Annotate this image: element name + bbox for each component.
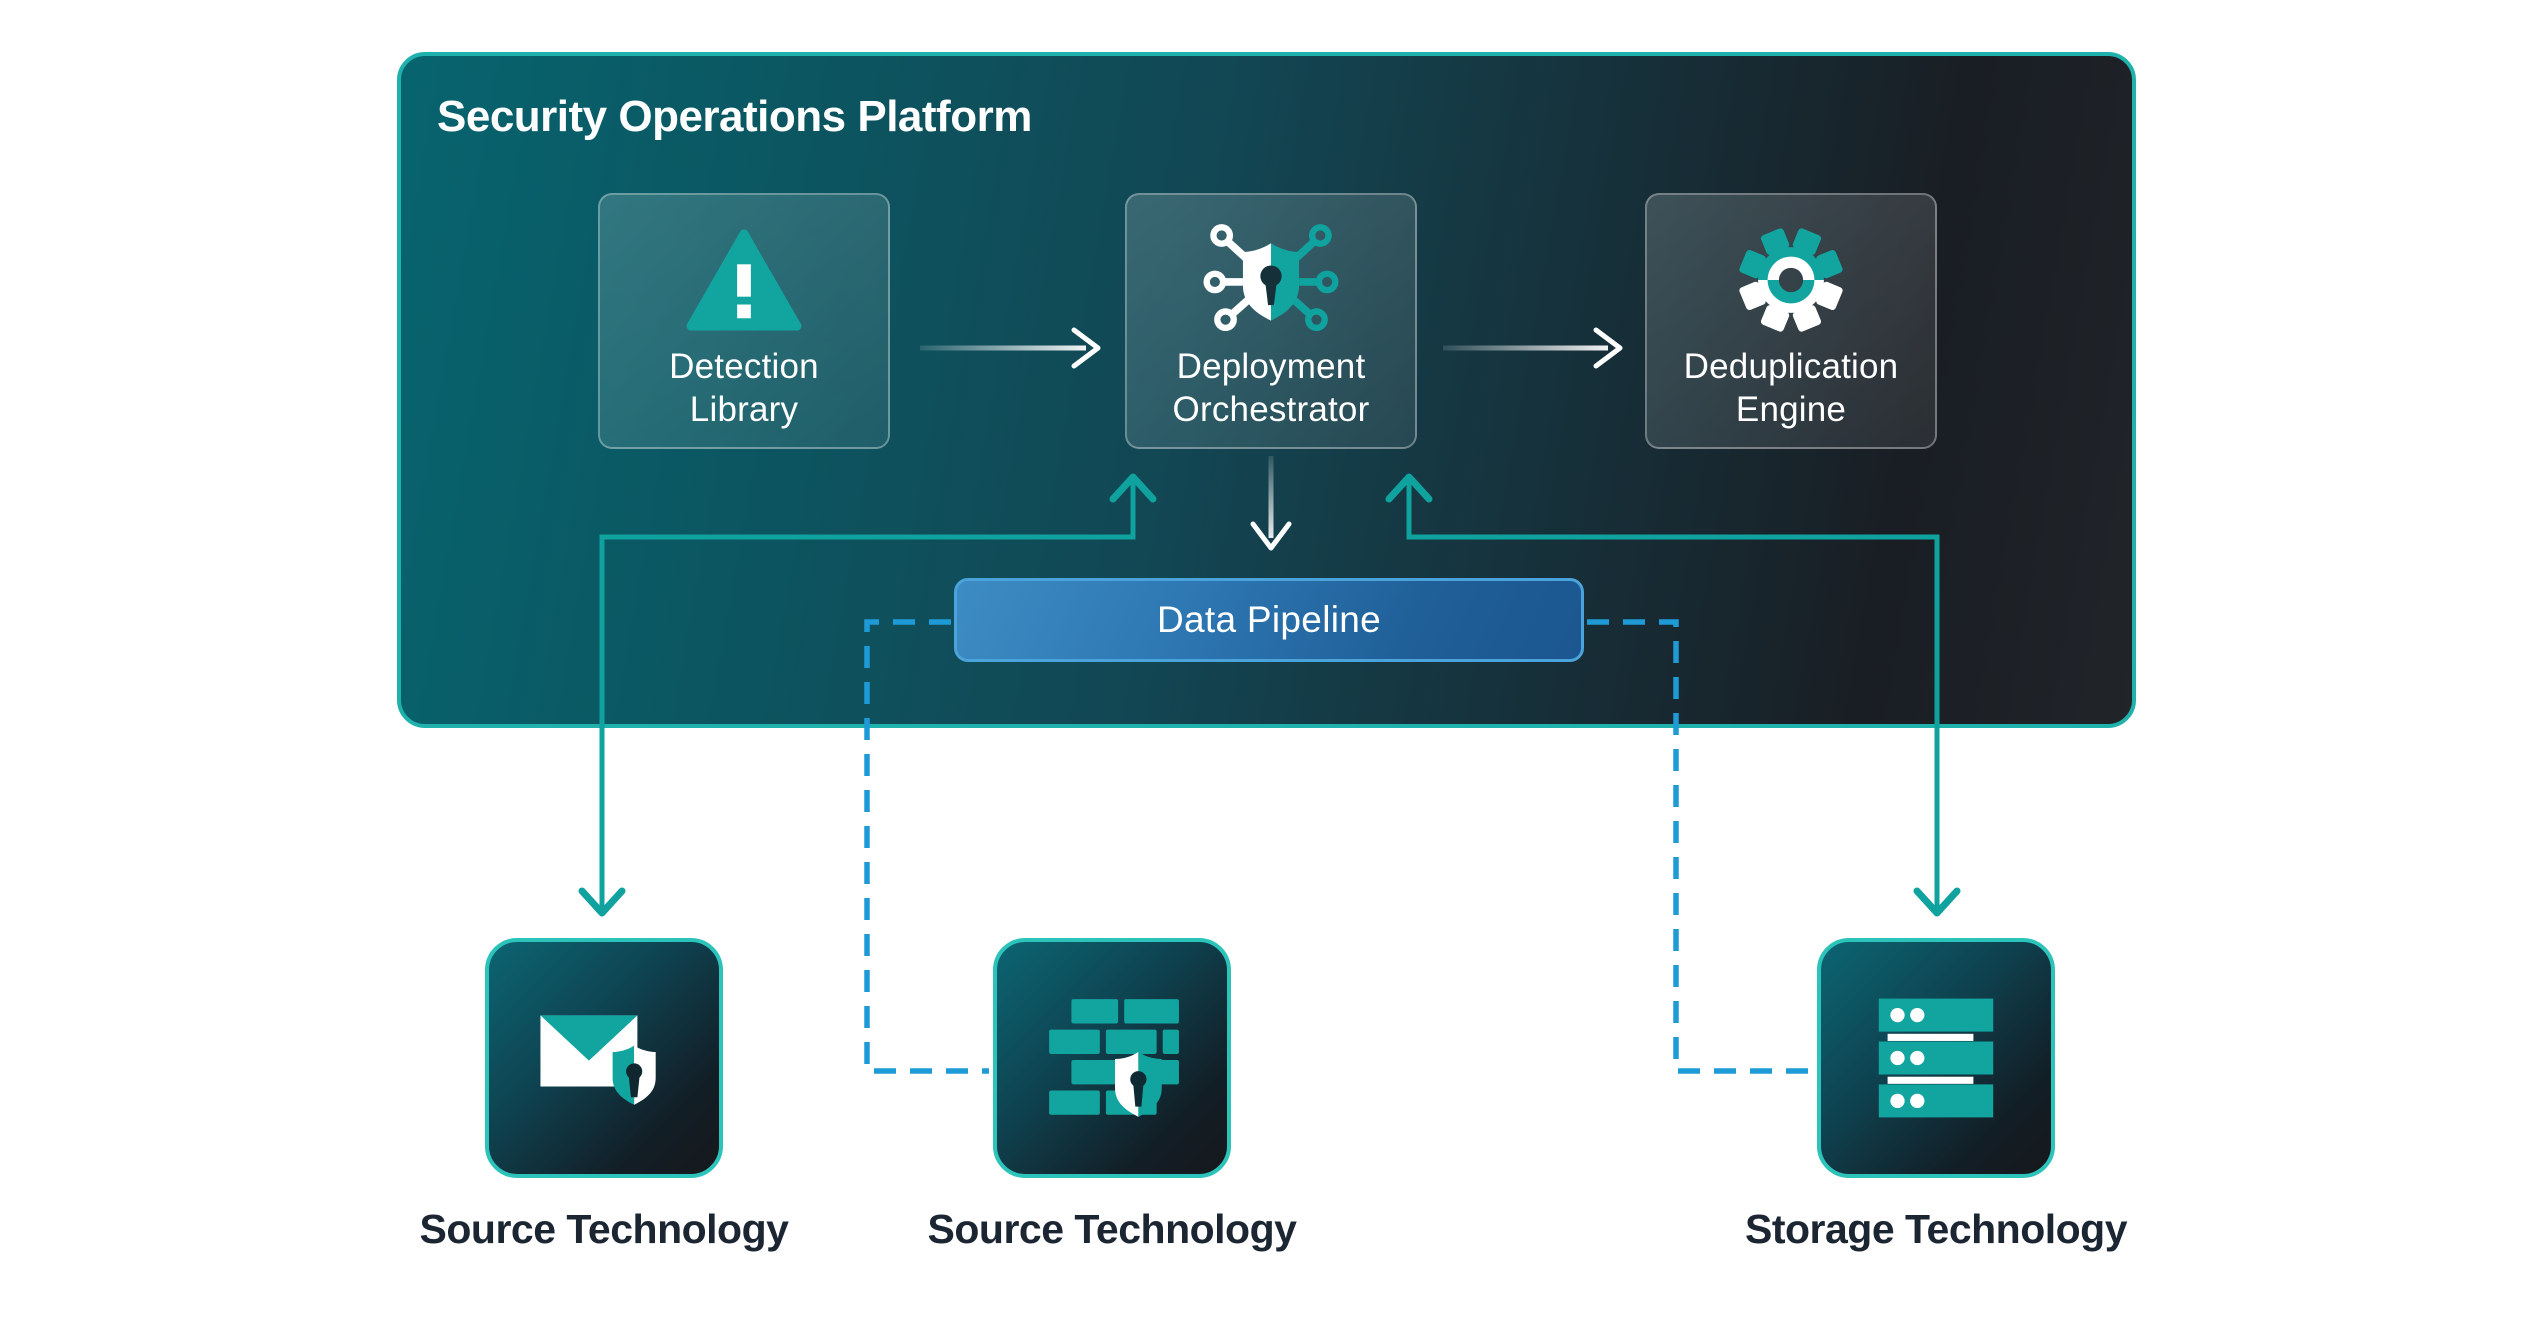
node-deduplication-engine: Deduplication Engine <box>1645 193 1937 449</box>
server-storage-icon <box>1878 998 1994 1118</box>
node-label-line: Library <box>689 390 799 429</box>
panel-title: Security Operations Platform <box>437 92 1032 141</box>
node-label: Deployment Orchestrator <box>1173 345 1370 431</box>
tile-source-technology-1 <box>485 938 723 1178</box>
node-label-line: Deployment <box>1176 347 1366 386</box>
tile-source-technology-2 <box>993 938 1231 1178</box>
data-pipeline-label: Data Pipeline <box>1157 599 1381 640</box>
label-source-technology-1: Source Technology <box>419 1206 789 1252</box>
node-label: Deduplication Engine <box>1684 345 1899 431</box>
node-label-line: Detection <box>669 347 819 386</box>
warning-triangle-icon <box>686 229 802 331</box>
node-detection-library: Detection Library <box>598 193 890 449</box>
email-security-icon <box>540 1014 656 1105</box>
label-source-technology-2: Source Technology <box>927 1206 1297 1252</box>
tile-storage-technology <box>1817 938 2055 1178</box>
gear-icon <box>1739 228 1843 332</box>
data-pipeline: Data Pipeline <box>954 578 1584 662</box>
label-storage-technology: Storage Technology <box>1744 1206 2128 1252</box>
node-deployment-orchestrator: Deployment Orchestrator <box>1125 193 1417 449</box>
firewall-shield-icon <box>1049 999 1179 1117</box>
node-label: Detection Library <box>669 345 819 431</box>
shield-circuit-icon <box>1203 224 1339 332</box>
node-label-line: Orchestrator <box>1172 390 1370 429</box>
node-label-line: Engine <box>1735 390 1847 429</box>
node-label-line: Deduplication <box>1683 347 1899 386</box>
